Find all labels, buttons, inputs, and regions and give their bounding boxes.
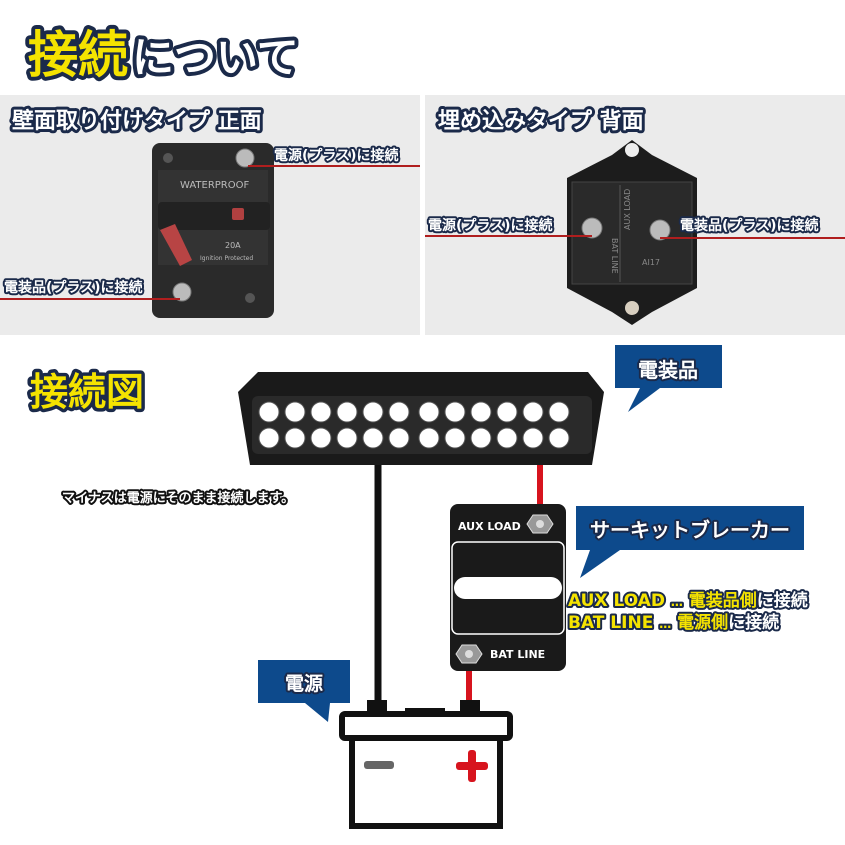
photo-flush-mount: 埋め込みタイプ 背面 AI17 BAT LINE AUX LOAD 電源(プラス… [425,95,845,335]
circuit-breaker: AUX LOAD BAT LINE [450,504,566,671]
photo-wall-mount: 壁面取り付けタイプ 正面 WATERPROOF 20A Ignition Pro… [0,95,420,335]
led [548,401,570,423]
battery-callout: 電源 [258,660,350,722]
led [418,427,440,449]
title-about: について [132,33,299,82]
diagram-heading: 接続図 [30,370,144,414]
battery [339,700,513,829]
led-light-bar [238,372,604,465]
legend-bat: BAT LINE … 電源側に接続 [568,612,779,633]
led [548,427,570,449]
led [336,427,358,449]
led [470,401,492,423]
photo-heading-flush-mount: 埋め込みタイプ 背面 [438,109,644,134]
label-power-plus-flush: 電源(プラス)に接続 [428,217,553,234]
label-power-plus: 電源(プラス)に接続 [274,147,399,164]
svg-text:Ignition Protected: Ignition Protected [200,255,253,262]
aux-load-label: AUX LOAD [458,520,521,533]
bat-line-label: BAT LINE [490,648,545,661]
svg-text:AUX LOAD: AUX LOAD [623,189,632,230]
led [388,401,410,423]
led [258,427,280,449]
label-device-plus-flush: 電装品(プラス)に接続 [680,217,819,234]
led [388,427,410,449]
breaker-photo-front: WATERPROOF 20A Ignition Protected [152,143,274,318]
minus-note: マイナスは電源にそのまま接続します。 [62,490,294,506]
svg-text:電源: 電源 [285,672,323,695]
svg-text:AI17: AI17 [642,258,660,267]
led [336,401,358,423]
svg-text:20A: 20A [225,241,241,250]
led [444,401,466,423]
led [310,427,332,449]
led [362,401,384,423]
led [522,401,544,423]
led [496,401,518,423]
led [522,427,544,449]
svg-text:WATERPROOF: WATERPROOF [180,180,250,191]
led [444,427,466,449]
label-device-plus: 電装品(プラス)に接続 [4,279,143,296]
led [284,427,306,449]
led [310,401,332,423]
breaker-callout: サーキットブレーカー [576,506,804,578]
led [258,401,280,423]
title-connection: 接続 [28,26,128,84]
svg-text:BAT LINE: BAT LINE [610,238,619,274]
legend-aux: AUX LOAD … 電装品側に接続 [568,590,808,611]
breaker-photo-back: AI17 BAT LINE AUX LOAD [567,140,697,325]
svg-text:サーキットブレーカー: サーキットブレーカー [590,518,790,542]
led [362,427,384,449]
device-callout: 電装品 [615,345,722,412]
led [470,427,492,449]
terminal-legend: AUX LOAD … 電装品側に接続 BAT LINE … 電源側に接続 [566,588,810,635]
led [284,401,306,423]
photo-heading-wall-mount: 壁面取り付けタイプ 正面 [12,108,262,134]
battery-minus-icon [364,761,394,769]
led [496,427,518,449]
led [418,401,440,423]
svg-text:電装品: 電装品 [638,358,698,382]
